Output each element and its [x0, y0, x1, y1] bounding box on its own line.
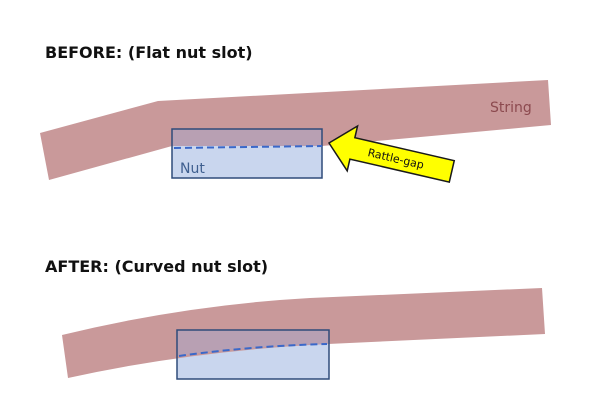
- after-heading: AFTER: (Curved nut slot): [45, 257, 268, 276]
- before-nut-overlap: [172, 129, 322, 146]
- callout-arrow: [327, 124, 456, 183]
- before-slot-line: [173, 145, 323, 149]
- before-string-label: String: [490, 100, 532, 116]
- before-nut-label: Nut: [180, 161, 205, 177]
- after-section: [62, 288, 545, 380]
- after-nut-overlap: [177, 330, 329, 356]
- after-slot-line: [178, 343, 328, 357]
- before-heading: BEFORE: (Flat nut slot): [45, 43, 253, 62]
- after-nut-outline: [176, 329, 330, 380]
- before-nut-outline: [171, 128, 323, 179]
- before-section: String Nut Rattle-gap: [40, 80, 551, 183]
